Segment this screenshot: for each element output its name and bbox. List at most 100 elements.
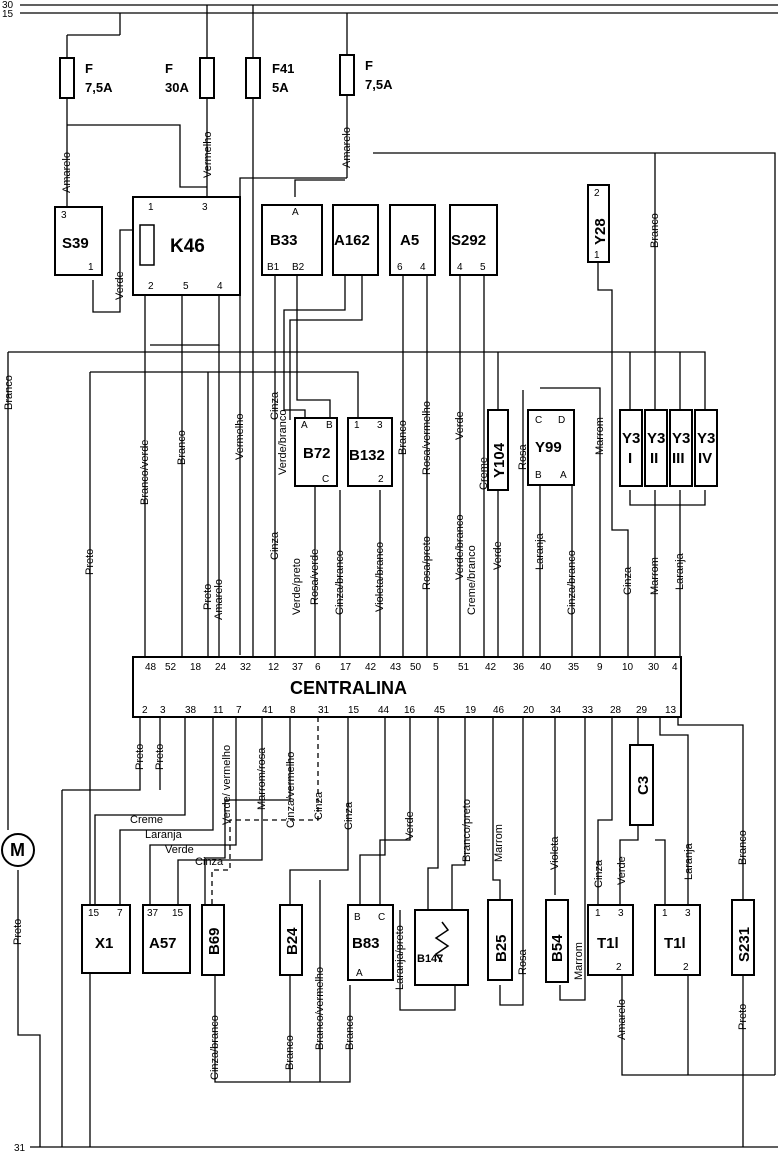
ecu-bottom-pin: 34 [550,705,562,716]
svg-text:7: 7 [117,908,123,919]
svg-text:Amarelo: Amarelo [341,127,353,168]
ecu-bottom-pin: 7 [236,705,242,716]
ecu-top-pin: 35 [568,662,580,673]
svg-text:Verde: Verde [492,541,504,570]
svg-text:Cinza: Cinza [343,801,355,830]
svg-text:C: C [378,912,385,923]
svg-text:1: 1 [595,908,601,919]
fuse-2 [199,57,215,99]
svg-text:37: 37 [147,908,159,919]
svg-text:Branco: Branco [397,420,409,455]
fuse-1-rating: 7,5A [85,80,113,95]
ecu-bottom-pin: 28 [610,705,622,716]
y3-iii-label: Y3 [672,430,690,447]
svg-text:6: 6 [397,262,403,273]
svg-text:2: 2 [148,281,154,292]
ecu-top-pin: 4 [672,662,678,673]
component-b69 [201,904,225,976]
ecu-top-pin: 50 [410,662,422,673]
y28-label: Y28 [592,218,609,245]
svg-text:Preto: Preto [12,919,24,945]
svg-text:Branco/vermelho: Branco/vermelho [314,967,326,1050]
svg-text:Cinza/branco: Cinza/branco [209,1015,221,1080]
svg-text:Verde/preto: Verde/preto [291,558,303,615]
svg-text:Creme: Creme [130,814,163,826]
svg-text:2: 2 [378,474,384,485]
fuse-4-rating: 7,5A [365,77,393,92]
svg-text:Cinza: Cinza [195,856,224,868]
svg-text:Vermelho: Vermelho [202,132,214,178]
rail-15-label: 15 [2,9,14,20]
fuse-3 [245,57,261,99]
svg-text:1: 1 [662,908,668,919]
svg-text:C: C [322,474,329,485]
ecu-bottom-pin: 41 [262,705,274,716]
svg-text:Rosa: Rosa [517,948,529,975]
svg-text:B69: B69 [206,927,223,955]
svg-text:Verde: Verde [616,856,628,885]
svg-text:4: 4 [457,262,463,273]
b132-label: B132 [349,447,385,464]
fuse-2-rating: 30A [165,80,189,95]
bottom-wire-labels: Preto Preto Preto Creme Laranja Verde Ci… [12,744,749,1080]
component-a57 [142,904,191,974]
svg-text:Branco: Branco [3,375,15,410]
svg-text:Cinza/branco: Cinza/branco [566,550,578,615]
svg-text:4: 4 [217,281,223,292]
svg-text:Rosa/verde: Rosa/verde [309,549,321,605]
ecu-top-pin: 43 [390,662,402,673]
svg-text:3: 3 [61,210,67,221]
svg-text:Rosa/preto: Rosa/preto [421,536,433,590]
svg-text:M: M [10,840,25,860]
svg-text:Vermelho: Vermelho [234,414,246,460]
svg-text:15: 15 [172,908,184,919]
svg-text:Laranja: Laranja [145,829,183,841]
b72-label: B72 [303,445,331,462]
svg-text:Branco: Branco [284,1035,296,1070]
svg-text:B2: B2 [292,262,305,273]
ecu-bottom-pin: 38 [185,705,197,716]
y99-label: Y99 [535,439,562,456]
ecu-top-pin: 36 [513,662,525,673]
svg-text:Marrom: Marrom [573,942,585,980]
svg-text:Marrom: Marrom [493,824,505,862]
svg-text:Amarelo: Amarelo [616,999,628,1040]
svg-text:Verde: Verde [404,811,416,840]
ecu-bottom-pin: 13 [665,705,677,716]
fuse-1 [59,57,75,99]
svg-text:Laranja: Laranja [534,532,546,570]
component-s39 [54,206,103,276]
ecu-top-pin: 42 [485,662,497,673]
svg-text:C3: C3 [635,776,652,795]
svg-text:B54: B54 [549,934,566,962]
ecu-bottom-pin: 29 [636,705,648,716]
ecu-bottom-pin: 16 [404,705,416,716]
svg-text:B147: B147 [417,953,443,965]
svg-text:X1: X1 [95,935,113,952]
svg-text:5: 5 [480,262,486,273]
fuse-2-name: F [165,61,173,76]
component-t1-b [654,904,701,976]
svg-text:2: 2 [683,962,689,973]
svg-text:Marrom: Marrom [649,557,661,595]
svg-text:Cinza: Cinza [622,566,634,595]
b33-label: B33 [270,232,298,249]
svg-text:B24: B24 [284,927,301,955]
svg-text:Violeta/branco: Violeta/branco [374,542,386,612]
svg-text:Verde: Verde [114,271,126,300]
component-a162 [332,204,379,276]
component-s231 [731,899,755,976]
fuse-4 [339,54,355,96]
fuse-1-name: F [85,61,93,76]
svg-text:A57: A57 [149,935,177,952]
ecu-bottom-pin: 44 [378,705,390,716]
svg-text:B: B [354,912,361,923]
svg-text:T1l: T1l [664,935,686,952]
ecu-bottom-pin: 19 [465,705,477,716]
ecu-top-pin: 30 [648,662,660,673]
ecu-box [132,656,682,718]
svg-text:Preto: Preto [737,1004,749,1030]
